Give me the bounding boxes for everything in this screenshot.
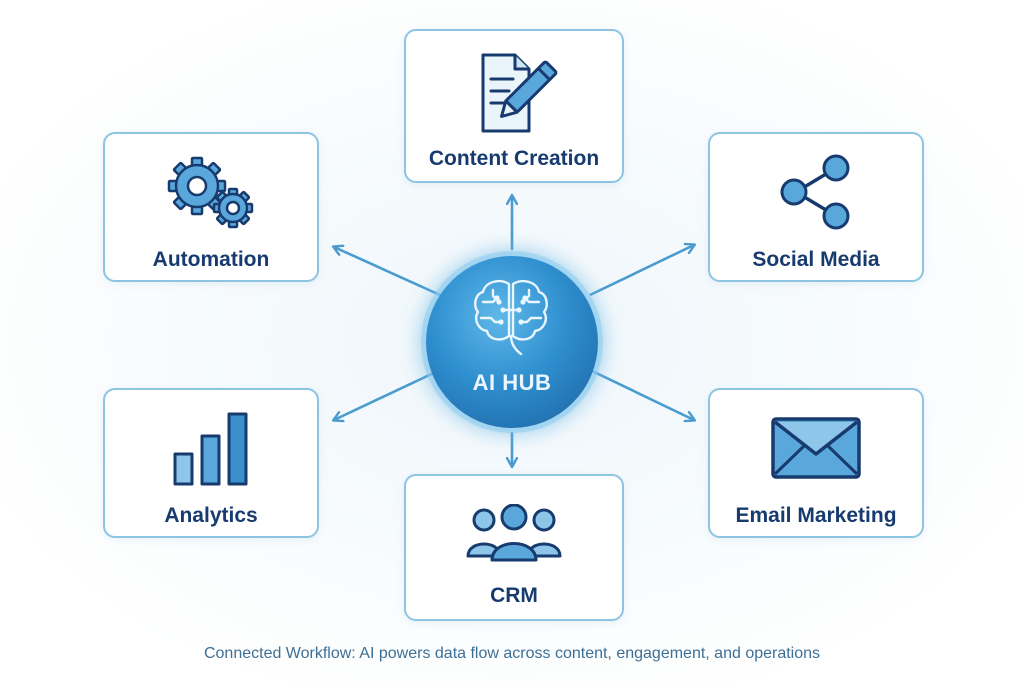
- node-label: Email Marketing: [735, 504, 897, 527]
- node-label: CRM: [490, 584, 538, 607]
- gears-icon: [163, 154, 259, 237]
- ai-hub: AI HUB: [426, 256, 598, 428]
- node-label: Content Creation: [428, 147, 600, 170]
- node-automation: Automation: [103, 132, 319, 282]
- node-label: Analytics: [164, 504, 258, 527]
- bar-chart-icon: [171, 410, 251, 493]
- caption: Connected Workflow: AI powers data flow …: [203, 645, 821, 662]
- share-icon: [774, 152, 858, 237]
- users-icon: [466, 503, 562, 567]
- envelope-icon: [770, 416, 862, 485]
- node-crm: CRM: [404, 474, 624, 621]
- connector-social-media: [589, 245, 694, 297]
- node-email-marketing: Email Marketing: [708, 388, 924, 538]
- node-content-creation: Content Creation: [404, 29, 624, 183]
- node-label: Social Media: [752, 248, 880, 271]
- hub-label: AI HUB: [472, 370, 552, 395]
- node-label: Automation: [152, 248, 270, 271]
- document-pencil-icon: [469, 51, 559, 142]
- node-social-media: Social Media: [708, 132, 924, 282]
- brain-circuit-icon: [469, 274, 555, 365]
- node-analytics: Analytics: [103, 388, 319, 538]
